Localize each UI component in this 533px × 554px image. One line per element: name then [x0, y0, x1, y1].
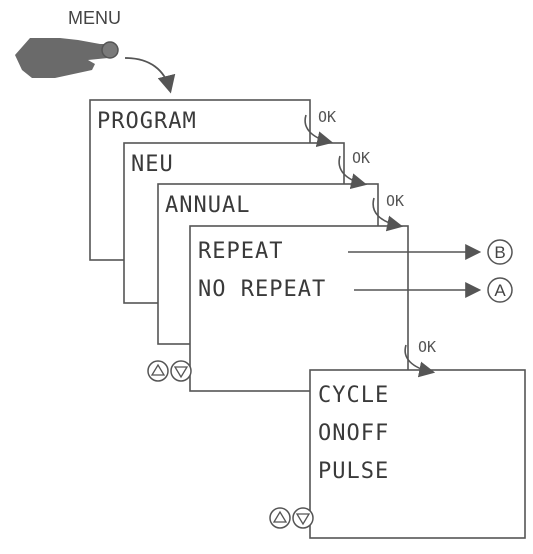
- up-arrow-icon: [269, 507, 291, 529]
- option-repeat: REPEAT: [198, 239, 283, 264]
- screen-program-label: PROGRAM: [97, 109, 197, 134]
- screen-mode: [309, 369, 526, 539]
- ok-arrow-2: [338, 155, 368, 190]
- up-arrow-icon: [147, 360, 169, 382]
- target-b-badge: B: [487, 239, 513, 265]
- target-b-label: B: [494, 243, 505, 262]
- down-arrow-icon: [170, 360, 192, 382]
- pointing-hand-icon: [15, 38, 119, 78]
- target-a-label: A: [494, 281, 506, 300]
- ok-arrow-1: [304, 114, 334, 148]
- menu-curved-arrow: [124, 57, 176, 94]
- target-a-badge: A: [487, 277, 513, 303]
- option-onoff: ONOFF: [318, 421, 389, 446]
- ok-label-1: OK: [318, 108, 336, 126]
- ok-arrow-4: [404, 344, 436, 378]
- option-no-repeat: NO REPEAT: [198, 277, 326, 302]
- screen-repeat: [189, 225, 409, 392]
- option-pulse: PULSE: [318, 459, 389, 484]
- ok-label-2: OK: [352, 149, 370, 167]
- down-arrow-icon: [292, 507, 314, 529]
- ok-label-3: OK: [386, 192, 404, 210]
- ok-label-4: OK: [418, 338, 436, 356]
- ok-arrow-3: [372, 197, 404, 232]
- screen-new-label: NEU: [131, 152, 174, 177]
- menu-label: MENU: [68, 8, 121, 28]
- option-cycle: CYCLE: [318, 383, 389, 408]
- screen-annual-label: ANNUAL: [165, 193, 250, 218]
